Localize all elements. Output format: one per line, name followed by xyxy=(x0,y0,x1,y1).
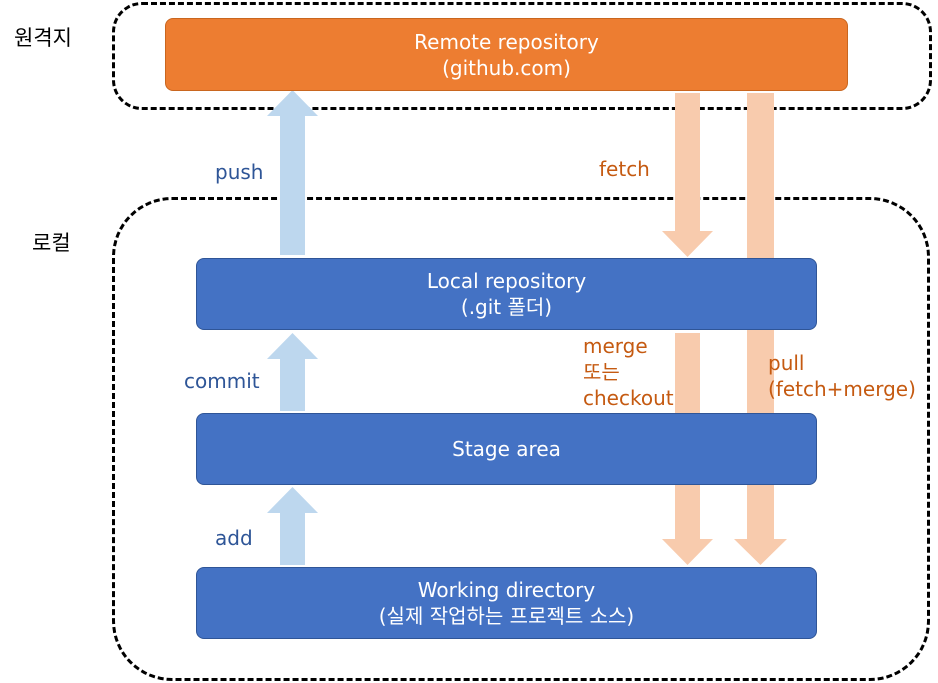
add-label: add xyxy=(215,526,253,550)
remote-repository-title: Remote repository xyxy=(414,29,599,54)
remote-zone xyxy=(112,2,932,110)
merge-label-line3: checkout xyxy=(583,386,674,410)
stage-area-box: Stage area xyxy=(196,413,817,485)
working-directory-title: Working directory xyxy=(417,578,596,602)
merge-label-line1: merge xyxy=(583,334,648,358)
local-repository-title: Local repository xyxy=(426,269,587,293)
pull-label-line1: pull xyxy=(768,351,805,375)
local-repository-subtitle: (.git 폴더) xyxy=(460,295,553,319)
pull-label: pull (fetch+merge) xyxy=(768,350,916,402)
push-label: push xyxy=(215,160,264,184)
merge-label-line2: 또는 xyxy=(583,360,620,384)
working-directory-box: Working directory (실제 작업하는 프로젝트 소스) xyxy=(196,567,817,639)
commit-arrow xyxy=(267,333,318,411)
commit-label: commit xyxy=(184,369,260,393)
local-zone-label: 로컬 xyxy=(32,231,71,255)
fetch-label: fetch xyxy=(599,157,650,181)
remote-repository-subtitle: (github.com) xyxy=(442,55,571,80)
pull-label-line2: (fetch+merge) xyxy=(768,377,916,401)
push-arrow xyxy=(267,90,318,255)
working-directory-subtitle: (실제 작업하는 프로젝트 소스) xyxy=(378,604,635,628)
local-zone xyxy=(112,197,930,681)
fetch-arrow xyxy=(662,93,713,257)
add-arrow xyxy=(267,487,318,565)
local-repository-box: Local repository (.git 폴더) xyxy=(196,258,817,330)
stage-area-title: Stage area xyxy=(452,437,561,461)
merge-label: merge 또는 checkout xyxy=(583,333,674,411)
remote-repository-box: Remote repository (github.com) xyxy=(165,18,848,91)
remote-zone-label: 원격지 xyxy=(14,26,72,50)
